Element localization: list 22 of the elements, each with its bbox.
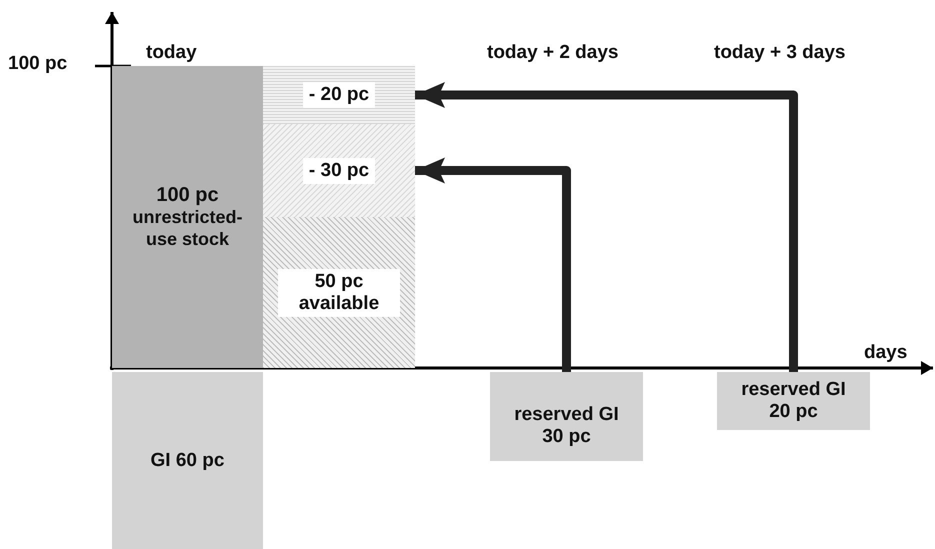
- axis-value: 100 pc: [8, 53, 68, 75]
- segment-label: 50 pc available: [278, 268, 400, 316]
- box-label: reserved GI 30 pc: [513, 404, 620, 448]
- column-heading: today: [146, 42, 197, 64]
- column-heading: today + 3 days: [714, 42, 846, 64]
- reserved-goods-issue-box: [717, 372, 870, 430]
- arrow: [415, 158, 571, 372]
- box-label: GI 60 pc: [150, 450, 224, 472]
- box-label: reserved GI 20 pc: [740, 379, 847, 423]
- axis-title: days: [864, 342, 908, 364]
- available-segment: [263, 217, 415, 368]
- reserved-goods-issue-box: [490, 372, 643, 461]
- segment-label: - 30 pc: [302, 158, 376, 184]
- arrow: [415, 82, 798, 372]
- reservation-segment: [263, 124, 415, 217]
- reservation-segment: [263, 66, 415, 124]
- stock-description: unrestricted-use stock: [131, 206, 244, 250]
- stock-bar: [112, 66, 263, 368]
- column-heading: today + 2 days: [487, 42, 618, 64]
- goods-issue-box: [112, 372, 263, 549]
- segment-label: - 20 pc: [302, 82, 376, 108]
- stock-quantity: 100 pc: [156, 184, 219, 206]
